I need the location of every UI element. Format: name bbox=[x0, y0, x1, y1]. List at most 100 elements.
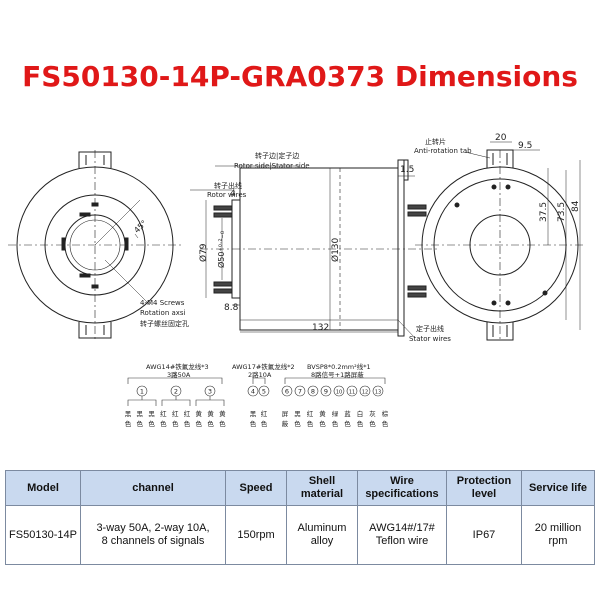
cell-protection: IP67 bbox=[446, 505, 522, 565]
cell-channel: 3-way 50A, 2-way 10A,8 channels of signa… bbox=[80, 505, 226, 565]
wire-number: 6 bbox=[285, 388, 289, 396]
header-speed: Speed bbox=[225, 470, 287, 506]
wiring-group3-header: BVSP8*0.2mm²线*1 bbox=[307, 362, 371, 371]
wire-color-label: 色 bbox=[294, 419, 301, 428]
wire-color-label: 黑 bbox=[125, 410, 132, 418]
wire-color-label: 棕 bbox=[382, 409, 389, 418]
wire-color-label: 黄 bbox=[319, 409, 326, 418]
wire-color-label: 红 bbox=[184, 409, 191, 418]
wire-number: 12 bbox=[362, 390, 368, 396]
cell-service-life: 20 million rpm bbox=[521, 505, 595, 565]
wire-color-label: 色 bbox=[319, 419, 326, 428]
wire-number: 11 bbox=[349, 390, 355, 396]
dim-132: 132 bbox=[312, 323, 329, 333]
dim-79: Ø79 bbox=[198, 243, 209, 262]
wire-color-label: 色 bbox=[125, 419, 132, 428]
table-row: FS50130-14P 3-way 50A, 2-way 10A,8 chann… bbox=[5, 505, 595, 565]
wire-color-label: 黑 bbox=[294, 410, 301, 418]
cell-model: FS50130-14P bbox=[5, 505, 81, 565]
wire-color-label: 色 bbox=[160, 419, 167, 428]
technical-drawing: 45° 4-M4 Screws Rotation axsi 转子螺丝固定孔 bbox=[8, 133, 585, 428]
wire-color-label: 红 bbox=[307, 409, 314, 418]
wire-color-label: 蓝 bbox=[344, 409, 351, 418]
dim-73-5: 73.5 bbox=[557, 202, 567, 222]
wire-number: 7 bbox=[298, 388, 302, 396]
cell-wire-specs: AWG14#/17#Teflon wire bbox=[357, 505, 447, 565]
wire-color-label: 灰 bbox=[369, 409, 376, 418]
wire-color-label: 色 bbox=[148, 419, 155, 428]
right-end-view bbox=[415, 141, 585, 341]
dim-130: Ø130 bbox=[330, 237, 341, 262]
wire-color-label: 色 bbox=[382, 419, 389, 428]
anti-tab-en: Anti-rotation tab bbox=[414, 147, 472, 155]
dim-9-5: 9.5 bbox=[518, 141, 532, 151]
cell-speed: 150rpm bbox=[225, 505, 287, 565]
anti-tab-cn: 止转片 bbox=[425, 137, 446, 146]
screws-cn-label: 转子螺丝固定孔 bbox=[140, 319, 189, 328]
rotation-axis-label: Rotation axsi bbox=[140, 309, 186, 317]
wire-color-label: 黑 bbox=[137, 410, 144, 418]
wire-number: 3 bbox=[208, 388, 212, 396]
rotor-wires-cn: 转子出线 bbox=[214, 181, 242, 190]
wire-color-label: 色 bbox=[250, 419, 257, 428]
wiring-group2-sub: 2路10A bbox=[248, 370, 272, 379]
wire-number: 10 bbox=[336, 390, 342, 396]
wire-color-label: 红 bbox=[261, 409, 268, 418]
left-end-view bbox=[8, 150, 182, 340]
wiring-group1-header: AWG14#铁氟龙线*3 bbox=[146, 362, 209, 371]
dim-1-5: 1.5 bbox=[400, 165, 414, 175]
wire-number: 2 bbox=[174, 388, 178, 396]
header-model: Model bbox=[5, 470, 81, 506]
header-channel: channel bbox=[80, 470, 226, 506]
wire-number: 1 bbox=[140, 388, 144, 396]
wiring-group2-header: AWG17#铁氟龙线*2 bbox=[232, 362, 295, 371]
wire-color-label: 色 bbox=[219, 419, 226, 428]
wire-color-label: 色 bbox=[369, 419, 376, 428]
screws-en-label: 4-M4 Screws bbox=[140, 299, 185, 307]
stator-wires-cn: 定子出线 bbox=[416, 324, 444, 333]
angle-45-label: 45° bbox=[132, 219, 148, 235]
wire-number: 8 bbox=[311, 388, 315, 396]
wire-color-label: 色 bbox=[196, 419, 203, 428]
wire-color-label: 红 bbox=[160, 409, 167, 418]
dim-37-5: 37.5 bbox=[539, 202, 549, 222]
wire-color-label: 黄 bbox=[207, 409, 214, 418]
stator-wires-en: Stator wires bbox=[409, 335, 451, 343]
wire-number: 9 bbox=[324, 388, 328, 396]
wiring-diagram bbox=[127, 372, 386, 406]
wire-color-label: 色 bbox=[261, 419, 268, 428]
wire-number: 13 bbox=[375, 390, 381, 396]
wire-color-label: 黄 bbox=[196, 409, 203, 418]
wire-color-label: 色 bbox=[207, 419, 214, 428]
wire-color-label: 色 bbox=[332, 419, 339, 428]
wire-number: 4 bbox=[251, 388, 255, 396]
wire-color-label: 屏 bbox=[282, 410, 289, 418]
wiring-group1-sub: 3路50A bbox=[167, 370, 191, 379]
wire-color-label: 蔽 bbox=[282, 419, 289, 428]
wire-color-label: 色 bbox=[307, 419, 314, 428]
wire-color-label: 色 bbox=[344, 419, 351, 428]
dim-8-8: 8.8 bbox=[224, 303, 239, 313]
wire-color-label: 黑 bbox=[148, 410, 155, 418]
dim-4: 4 bbox=[230, 189, 236, 199]
wire-color-label: 色 bbox=[357, 419, 364, 428]
dim-84: 84 bbox=[571, 200, 581, 212]
rotor-stator-side-en: Rotor side|Stator side bbox=[234, 162, 310, 170]
rotor-wires-en: Rotor wires bbox=[207, 191, 247, 199]
side-view bbox=[190, 159, 440, 339]
header-service-life: Service life bbox=[521, 470, 595, 506]
wire-color-label: 黑 bbox=[250, 410, 257, 418]
wire-color-label: 白 bbox=[357, 409, 364, 418]
wire-color-label: 红 bbox=[172, 409, 179, 418]
dim-50: Ø50⁺⁰·²₋₀ bbox=[216, 231, 226, 268]
wire-color-label: 色 bbox=[172, 419, 179, 428]
wire-color-label: 色 bbox=[184, 419, 191, 428]
wire-color-label: 色 bbox=[137, 419, 144, 428]
